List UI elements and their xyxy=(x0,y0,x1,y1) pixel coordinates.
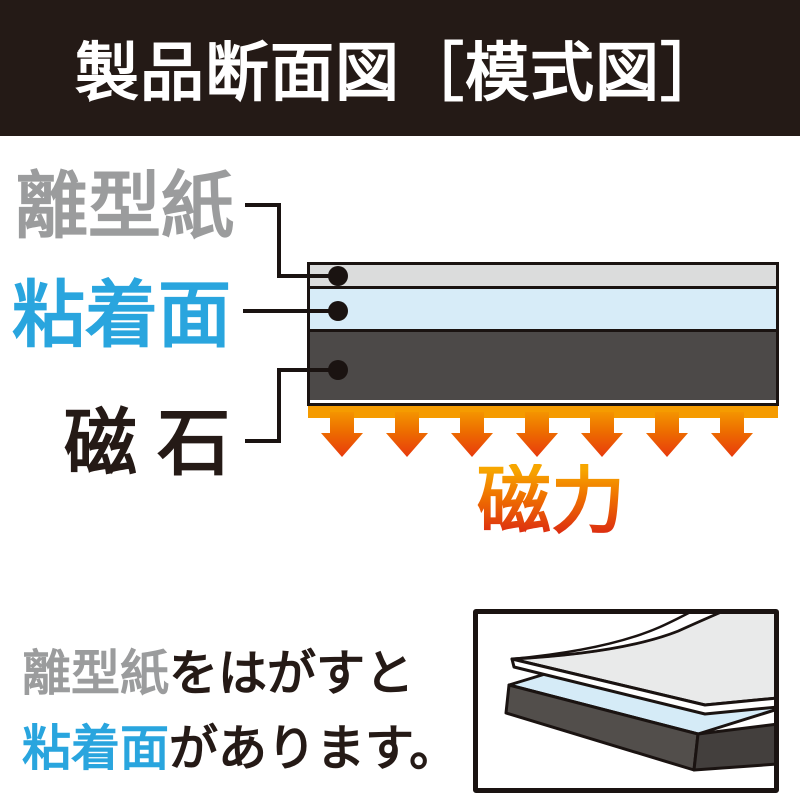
down-arrow-icon xyxy=(321,412,363,457)
down-arrow-icon xyxy=(581,412,623,457)
illus-magnet-side xyxy=(692,722,774,772)
caption-line-1-rest: をはがすと xyxy=(169,647,415,701)
caption-adhesive: 粘着面 xyxy=(22,722,170,776)
layer-adhesive-surface xyxy=(310,289,776,332)
down-arrow-icon xyxy=(386,412,428,457)
illus-release-sheet-left-edge xyxy=(510,614,720,661)
caption-line-1: 離型紙をはがすと xyxy=(22,637,458,712)
caption-line-2-rest: があります。 xyxy=(169,722,459,776)
label-release-paper: 離型紙 xyxy=(15,166,234,247)
layer-magnet xyxy=(310,332,776,400)
caption-line-2: 粘着面があります。 xyxy=(22,712,458,787)
peel-illustration xyxy=(504,614,774,772)
peel-illustration-box xyxy=(473,609,779,793)
down-arrow-icon xyxy=(711,412,753,457)
down-arrow-icon xyxy=(516,412,558,457)
label-magnet: 磁 石 xyxy=(64,403,231,484)
layer-release-paper xyxy=(310,265,776,289)
page-title: 製品断面図［模式図］ xyxy=(75,37,725,109)
label-adhesive-surface: 粘着面 xyxy=(12,275,231,356)
caption-release-paper: 離型紙 xyxy=(22,647,170,701)
down-arrow-icon xyxy=(451,412,493,457)
header-bar: 製品断面図［模式図］ xyxy=(0,0,800,136)
magnetic-force-label: 磁力 xyxy=(441,464,661,538)
caption: 離型紙をはがすと 粘着面があります。 xyxy=(22,637,458,787)
illus-release-sheet-front-edge xyxy=(510,657,774,716)
down-arrow-icon xyxy=(646,412,688,457)
layer-stack xyxy=(307,262,779,406)
magnetic-force-arrows xyxy=(308,406,778,457)
